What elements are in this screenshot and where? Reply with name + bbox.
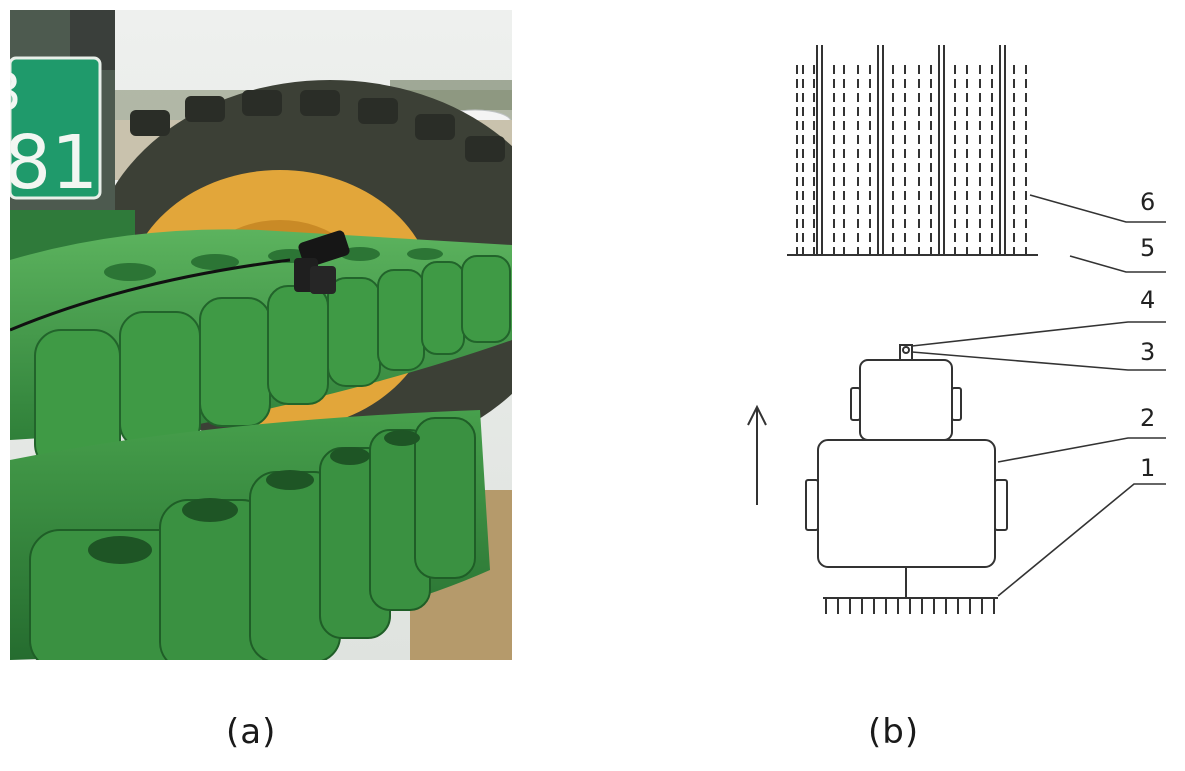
tractor-photo-illustration: 8 81 xyxy=(10,10,512,660)
callout-3: 3 xyxy=(1140,338,1155,366)
tractor-cab-outline xyxy=(850,359,962,441)
counterweight-upper-row xyxy=(10,229,512,471)
callout-1: 1 xyxy=(1140,454,1155,482)
caption-a: (a) xyxy=(226,712,277,752)
callout-6: 6 xyxy=(1140,188,1155,216)
tractor-photo: 8 81 xyxy=(10,10,512,660)
implement-rake xyxy=(823,567,998,614)
schematic-svg: 6 5 4 3 2 1 xyxy=(747,45,1166,614)
sensor-mount xyxy=(899,344,913,361)
counterweight-lower-row xyxy=(10,410,490,660)
caption-b: (b) xyxy=(868,712,920,752)
row-separators xyxy=(816,45,1006,255)
tire-treads xyxy=(130,90,505,162)
leader-lines xyxy=(911,194,1166,597)
tractor-body-outline xyxy=(805,439,1008,568)
plate-text: 81 xyxy=(10,120,98,206)
license-plate: 8 81 xyxy=(10,56,102,206)
plate-text-partial: 8 xyxy=(10,63,21,123)
schematic-diagram: 6 5 4 3 2 1 xyxy=(700,30,1180,640)
callout-2: 2 xyxy=(1140,404,1155,432)
callout-5: 5 xyxy=(1140,234,1155,262)
travel-direction-arrow xyxy=(747,404,767,505)
crop-rows xyxy=(796,65,1027,255)
camera-sensor xyxy=(10,230,350,332)
callout-4: 4 xyxy=(1140,286,1155,314)
